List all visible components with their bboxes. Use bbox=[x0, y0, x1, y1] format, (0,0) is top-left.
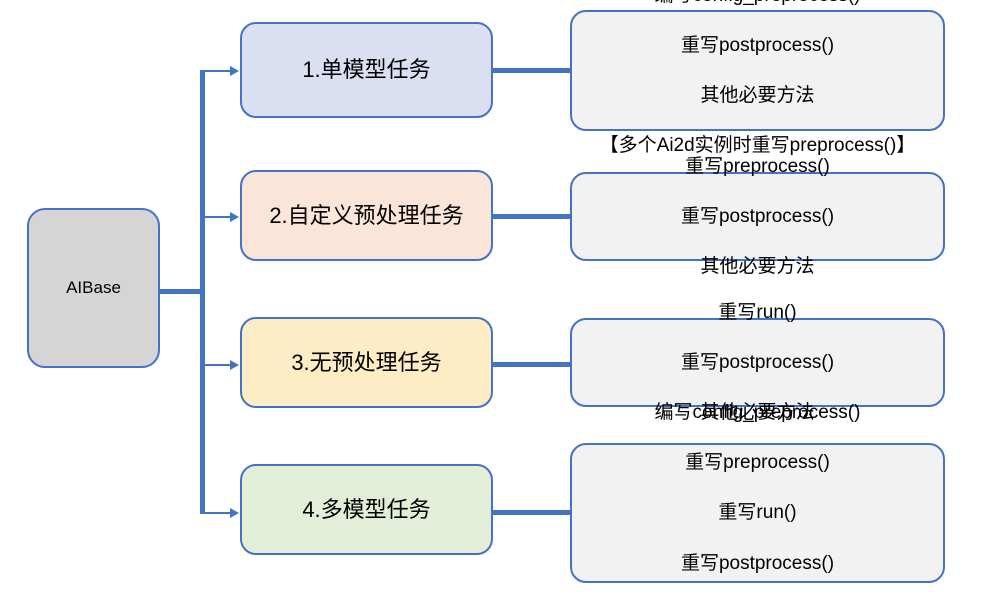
edge-root-stub bbox=[160, 289, 205, 294]
arrow-head-branch-2-icon bbox=[230, 212, 239, 222]
node-detail-3[interactable]: 重写run() 重写postprocess() 其他必要方法 bbox=[570, 302, 945, 423]
node-branch-2[interactable]: 2.自定义预处理任务 bbox=[240, 170, 493, 261]
detail-line: 重写run() bbox=[718, 502, 797, 524]
node-branch-4-label: 4.多模型任务 bbox=[302, 496, 431, 522]
edge-branch-3-to-detail bbox=[492, 362, 572, 367]
edge-branch-2 bbox=[205, 216, 232, 218]
edge-branch-1-to-detail bbox=[492, 68, 572, 73]
node-detail-4[interactable]: 编写config_preprocess() 重写preprocess() 重写r… bbox=[570, 402, 945, 583]
edge-branch-1 bbox=[205, 70, 232, 72]
node-branch-4[interactable]: 4.多模型任务 bbox=[240, 464, 493, 555]
detail-line: 重写preprocess() bbox=[685, 155, 830, 177]
detail-line: 重写postprocess() bbox=[680, 205, 835, 227]
node-detail-2[interactable]: 重写preprocess() 重写postprocess() 其他必要方法 bbox=[570, 156, 945, 277]
arrow-head-branch-4-icon bbox=[230, 508, 239, 518]
detail-line: 其他必要方法 bbox=[700, 402, 815, 424]
node-branch-3[interactable]: 3.无预处理任务 bbox=[240, 317, 493, 408]
node-detail-2-lines: 重写preprocess() 重写postprocess() 其他必要方法 bbox=[681, 129, 834, 305]
detail-line: 重写run() bbox=[718, 301, 797, 323]
node-detail-4-lines: 编写config_preprocess() 重写preprocess() 重写r… bbox=[655, 375, 861, 602]
arrow-head-branch-3-icon bbox=[230, 360, 239, 370]
edge-branch-2-to-detail bbox=[492, 214, 572, 219]
node-branch-1-label: 1.单模型任务 bbox=[302, 57, 431, 83]
detail-line: 其他必要方法 bbox=[700, 85, 815, 107]
node-branch-2-label: 2.自定义预处理任务 bbox=[269, 202, 464, 228]
node-aibase[interactable]: AIBase bbox=[27, 208, 160, 368]
detail-line: 编写config_preprocess() bbox=[600, 0, 916, 8]
detail-line: 重写postprocess() bbox=[680, 34, 835, 56]
node-aibase-label: AIBase bbox=[66, 277, 121, 297]
detail-line: 其他必要方法 bbox=[700, 256, 815, 278]
edge-branch-4 bbox=[205, 512, 232, 514]
detail-line: 重写postprocess() bbox=[680, 552, 835, 574]
edge-branch-4-to-detail bbox=[492, 510, 572, 515]
edge-branch-3 bbox=[205, 364, 232, 366]
detail-line: 【多个Ai2d实例时重写preprocess()】 bbox=[599, 135, 916, 157]
node-detail-1[interactable]: 编写config_preprocess() 重写postprocess() 其他… bbox=[570, 0, 945, 156]
node-branch-3-label: 3.无预处理任务 bbox=[291, 349, 442, 375]
node-detail-1-lines: 编写config_preprocess() 重写postprocess() 其他… bbox=[600, 0, 916, 183]
detail-line: 重写postprocess() bbox=[680, 351, 835, 373]
arrow-head-branch-1-icon bbox=[230, 66, 239, 76]
detail-line: 编写config_preprocess() bbox=[654, 402, 861, 424]
detail-line: 重写preprocess() bbox=[685, 452, 830, 474]
node-branch-1[interactable]: 1.单模型任务 bbox=[240, 22, 493, 118]
node-detail-3-lines: 重写run() 重写postprocess() 其他必要方法 bbox=[681, 275, 834, 451]
edge-trunk-vertical bbox=[200, 70, 205, 514]
